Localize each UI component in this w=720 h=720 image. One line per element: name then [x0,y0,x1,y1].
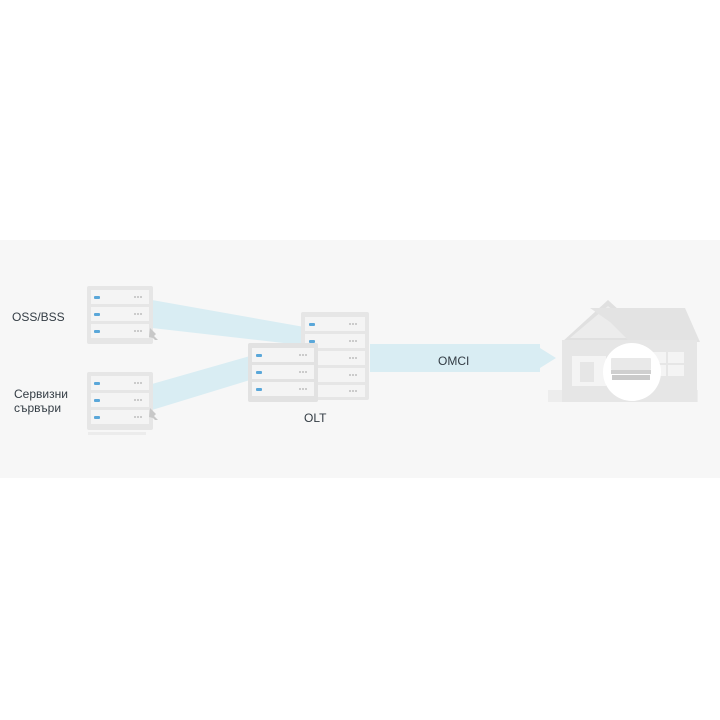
service-servers-label: Сервизни сървъри [14,387,68,415]
cable-plug-icon [149,408,158,420]
omci-flow-arrow [370,344,556,372]
olt-rack-front [248,343,318,402]
oss-bss-server [87,286,158,344]
service-servers [87,372,158,435]
flow-servers-to-olt [152,356,250,410]
cable-plug-icon [149,328,158,340]
oss-bss-label: OSS/BSS [12,310,65,324]
service-servers-label-line1: Сервизни [14,387,68,401]
ont-device-icon [603,343,661,401]
service-servers-label-line2: сървъри [14,401,62,415]
flow-oss-to-olt [152,300,310,346]
olt-label: OLT [304,411,327,425]
omci-label: OMCI [438,354,470,368]
